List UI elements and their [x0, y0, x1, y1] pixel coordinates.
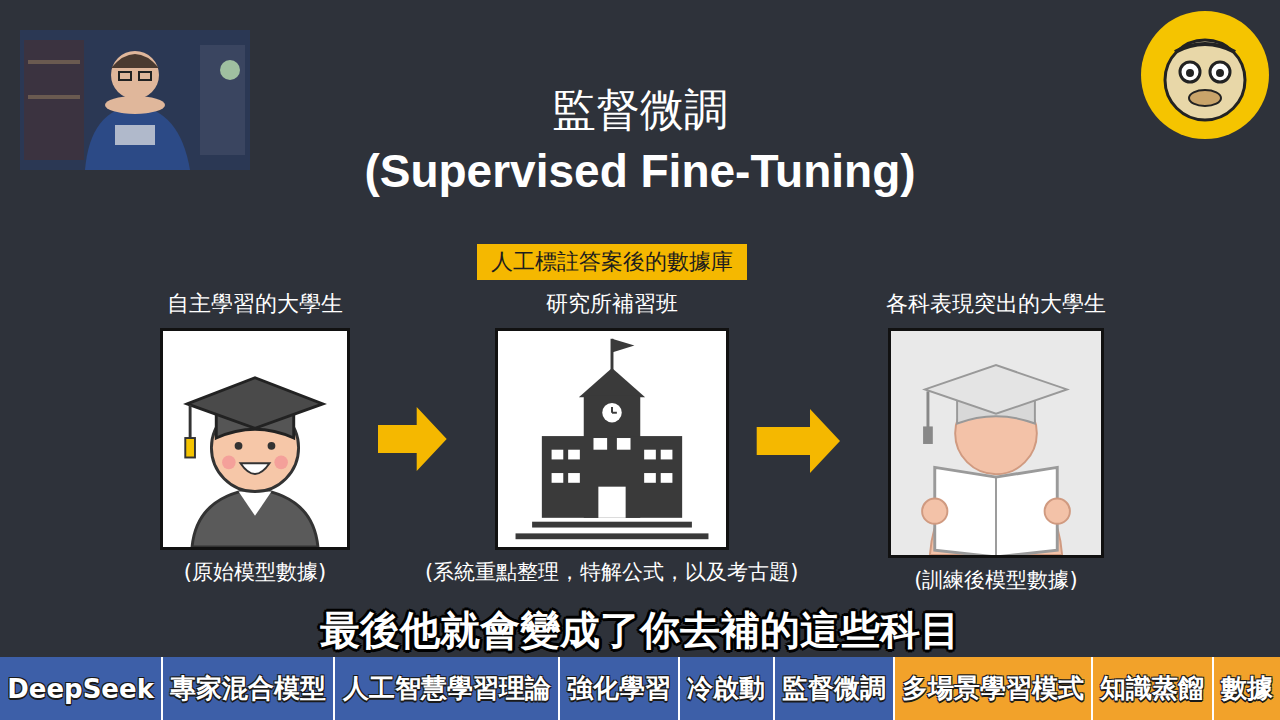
node-caption: (原始模型數據)	[184, 558, 326, 586]
topic-bar: DeepSeek專家混合模型人工智慧學習理論強化學習冷啟動監督微調多場景學習模式…	[0, 657, 1280, 720]
topic-tag: DeepSeek	[0, 657, 163, 720]
flow-arrow	[378, 407, 447, 471]
stage-node: 研究所補習班 (系統重點整理，特解公式，以及考古題)	[425, 290, 798, 586]
topic-tag: 監督微調	[775, 657, 895, 720]
node-heading: 各科表現突出的大學生	[886, 290, 1106, 318]
webcam	[20, 30, 250, 170]
video-subtitle: 最後他就會變成了你去補的這些科目	[0, 606, 1280, 654]
flow-arrow	[757, 409, 840, 473]
topic-tag: 數據	[1214, 657, 1280, 720]
node-heading: 研究所補習班	[546, 290, 678, 318]
channel-logo	[1141, 11, 1269, 139]
topic-tag: 人工智慧學習理論	[335, 657, 559, 720]
topic-tag: 多場景學習模式	[895, 657, 1093, 720]
topic-tag: 冷啟動	[680, 657, 774, 720]
slide-subtitle: (Supervised Fine-Tuning)	[0, 143, 1280, 199]
stage-node: 各科表現突出的大學生 (訓練後模型數據)	[886, 290, 1106, 594]
school-illustration	[498, 331, 726, 547]
tag-bar	[0, 657, 1280, 720]
slide-title: 監督微調	[0, 82, 1280, 138]
node-caption: (訓練後模型數據)	[914, 566, 1077, 594]
graduate-illustration	[163, 331, 347, 547]
reading-graduate-illustration	[891, 331, 1101, 555]
band-text: 人工標註答案後的數據庫	[491, 248, 733, 276]
topic-tag: 專家混合模型	[163, 657, 335, 720]
picture-frame	[888, 328, 1104, 558]
database-band: 人工標註答案後的數據庫	[477, 244, 747, 280]
node-heading: 自主學習的大學生	[167, 290, 343, 318]
node-caption: (系統重點整理，特解公式，以及考古題)	[425, 558, 798, 586]
topic-tag: 強化學習	[560, 657, 680, 720]
topic-tag: 知識蒸餾	[1093, 657, 1213, 720]
stage-node: 自主學習的大學生 (原始模型數據)	[160, 290, 350, 586]
picture-frame	[495, 328, 729, 550]
picture-frame	[160, 328, 350, 550]
